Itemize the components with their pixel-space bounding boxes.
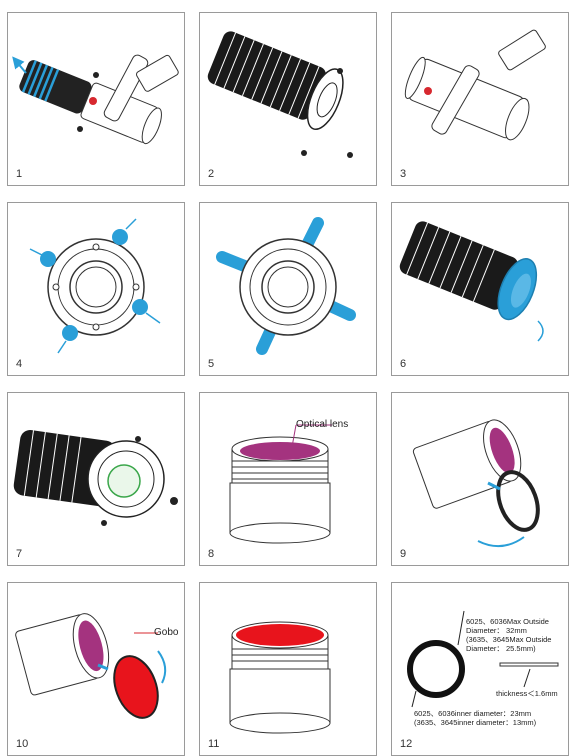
step-panel-1: 1 (7, 12, 185, 186)
inner-line-1: 6025、6036inner diameter：23mm (414, 709, 532, 718)
step-panel-9: 9 (391, 392, 569, 566)
inner-line-2: (3635、3645inner diameter：13mm) (414, 718, 537, 727)
outside-line-3: (3635、3645Max Outside (466, 635, 552, 644)
assembly-illustration-11 (229, 621, 331, 734)
assembly-illustration-10 (15, 613, 167, 719)
step-panel-3: 3 (391, 12, 569, 186)
step-panel-6: 6 (391, 202, 569, 376)
assembly-illustration-7 (13, 430, 178, 526)
inner-diameter-note: 6025、6036inner diameter：23mm (3635、3645i… (414, 709, 536, 727)
step-number: 8 (208, 548, 215, 560)
assembly-illustration-1 (12, 54, 179, 145)
step-number: 1 (16, 168, 23, 180)
step-number: 3 (400, 168, 407, 180)
step-number: 4 (16, 358, 23, 370)
outside-line-2: Diameter： 32mm (466, 626, 527, 635)
step-panel-10: Gobo 10 (7, 582, 185, 756)
outside-diameter-note: 6025、6036Max Outside Diameter： 32mm (363… (466, 617, 551, 653)
step-number: 7 (16, 548, 23, 560)
thickness-plate-icon (499, 662, 559, 667)
step-panel-2: 2 (199, 12, 377, 186)
assembly-illustration-6 (399, 221, 544, 342)
assembly-illustration-5 (216, 217, 356, 355)
step-number: 6 (400, 358, 407, 370)
step-panel-12: 6025、6036Max Outside Diameter： 32mm (363… (391, 582, 569, 756)
assembly-illustration-2 (207, 31, 353, 158)
assembly-illustration-4 (29, 218, 161, 354)
outside-line-1: 6025、6036Max Outside (466, 617, 549, 626)
assembly-illustration-8 (229, 424, 332, 544)
step-number: 12 (400, 738, 413, 750)
thickness-note: thickness＜1.6mm (496, 689, 558, 698)
red-marker-icon (424, 87, 432, 95)
red-marker-icon (89, 97, 97, 105)
step-panel-7: 7 (7, 392, 185, 566)
gobo-label: Gobo (154, 627, 179, 638)
gobo-dimension-diagram (407, 610, 559, 708)
outside-line-4: Diameter： 25.5mm) (466, 644, 536, 653)
step-number: 10 (16, 738, 29, 750)
step-number: 11 (208, 738, 220, 750)
assembly-illustration-3 (404, 29, 546, 141)
gobo-ring-icon (407, 640, 465, 698)
optical-lens-label: Optical lens (296, 419, 349, 430)
step-panel-5: 5 (199, 202, 377, 376)
step-panel-11: 11 (199, 582, 377, 756)
step-number: 9 (400, 548, 407, 560)
step-number: 2 (208, 168, 215, 180)
step-number: 5 (208, 358, 215, 370)
step-panel-4: 4 (7, 202, 185, 376)
step-panel-8: Optical lens 8 (199, 392, 377, 566)
assembly-illustration-9 (412, 419, 540, 548)
